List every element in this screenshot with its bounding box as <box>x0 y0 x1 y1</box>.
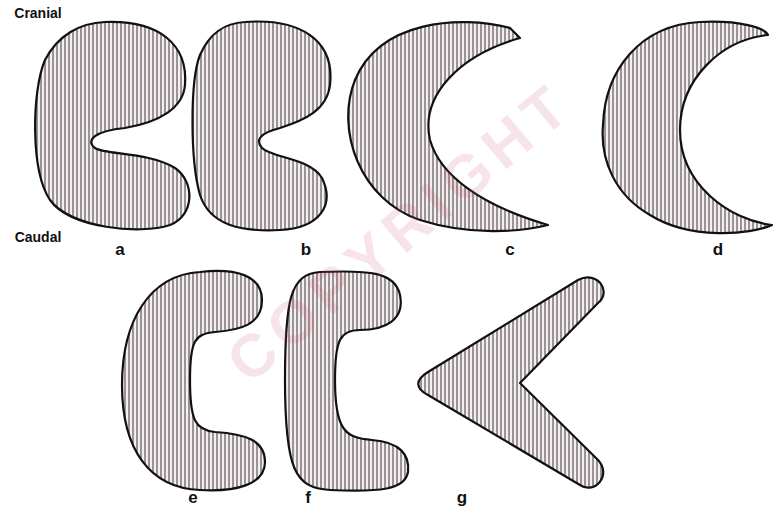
panel-letter: e <box>188 488 197 508</box>
panel-letter: d <box>713 240 723 260</box>
panel-letter: f <box>305 488 311 508</box>
panel-letter: b <box>301 240 311 260</box>
orientation-label: Caudal <box>15 229 62 245</box>
panel-letter: c <box>505 240 514 260</box>
shape-b <box>193 22 331 231</box>
shape-d <box>603 22 772 234</box>
panel-letter: g <box>457 488 467 508</box>
shape-e <box>122 271 265 490</box>
shape-a <box>35 22 189 229</box>
shape-g <box>418 277 603 487</box>
orientation-label: Cranial <box>14 5 61 21</box>
panel-letter: a <box>115 240 124 260</box>
